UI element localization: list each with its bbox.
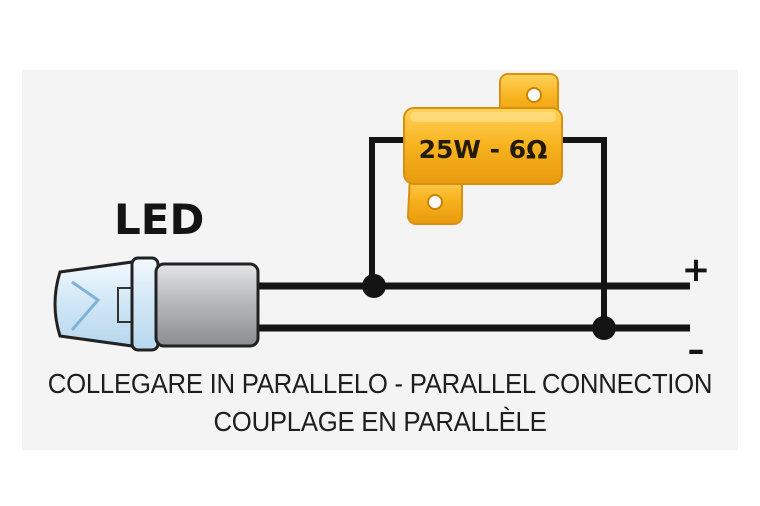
led-bulb: [53, 256, 260, 352]
negative-sign: –: [688, 330, 705, 370]
led-label: LED: [114, 195, 204, 244]
resistor: 25W - 6Ω: [403, 73, 563, 225]
resistor-rating-label: 25W - 6Ω: [419, 135, 548, 164]
resistor-wire-right: [553, 137, 607, 331]
caption-line-1: COLLEGARE IN PARALLELO - PARALLEL CONNEC…: [47, 368, 713, 399]
junction-dot-negative: [592, 316, 616, 340]
caption-line-2: COUPLAGE EN PARALLÈLE: [213, 406, 547, 437]
junction-dot-positive: [362, 274, 386, 298]
positive-sign: +: [682, 250, 711, 290]
resistor-wire-left: [369, 137, 415, 289]
